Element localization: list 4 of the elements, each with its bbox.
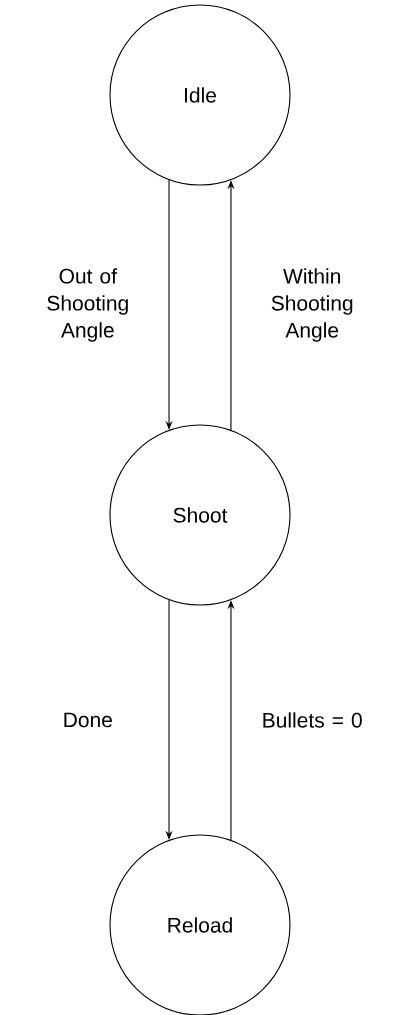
edge-label: Within Shooting Angle [271, 268, 353, 342]
edge-label: Out of Shooting Angle [47, 268, 128, 342]
edge-label: Bullets = 0 [263, 712, 362, 728]
edge-label: Done [64, 712, 112, 728]
